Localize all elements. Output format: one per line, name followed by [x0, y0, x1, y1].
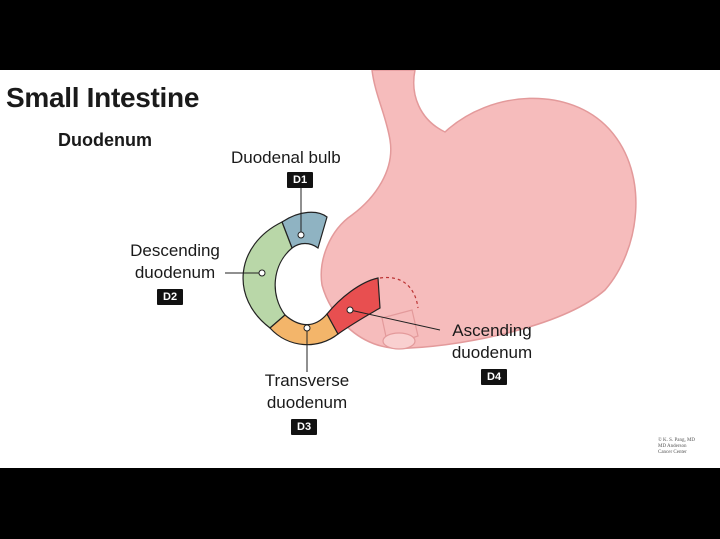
label-ascending-line-1: Ascending — [452, 321, 532, 340]
label-transverse-duodenum: Transverse duodenum — [252, 370, 362, 414]
slide-subtitle: Duodenum — [58, 130, 152, 150]
label-duodenal-bulb: Duodenal bulb — [231, 148, 341, 167]
label-ascending-line-2: duodenum — [451, 343, 533, 362]
label-transverse-line-1: Transverse — [264, 371, 350, 390]
badge-d4: D4 — [481, 369, 508, 385]
duodenum-illustration — [225, 70, 637, 372]
pointer-lines — [225, 180, 441, 372]
label-descending-line-1: Descending — [130, 241, 220, 260]
badge-d1: D1 — [287, 172, 314, 188]
label-ascending-duodenum: Ascending duodenum — [437, 320, 547, 364]
pointer-dot-d4 — [346, 306, 354, 314]
badge-d2: D2 — [157, 289, 184, 305]
badge-d3: D3 — [291, 419, 318, 435]
jejunum-opening — [382, 332, 416, 350]
label-transverse-line-2: duodenum — [266, 393, 348, 412]
segment-d4 — [326, 277, 381, 335]
stomach — [320, 70, 637, 350]
label-descending-line-2: duodenum — [134, 263, 216, 282]
slide-title: Small Intestine — [6, 82, 200, 113]
pointer-dot-d2 — [258, 269, 266, 277]
hidden-duodenum-dashed — [379, 276, 419, 309]
pointer-dot-d1 — [297, 231, 305, 239]
credit-logo: © K. S. Pang, MD MD Anderson Cancer Cent… — [658, 438, 695, 455]
pointer-dot-d3 — [303, 324, 311, 332]
segment-d2 — [242, 221, 293, 329]
label-descending-duodenum: Descending duodenum — [120, 240, 230, 284]
diagram-frame: Small Intestine Duodenum Duodenal bulb D… — [0, 70, 720, 468]
segment-d1 — [281, 211, 328, 250]
